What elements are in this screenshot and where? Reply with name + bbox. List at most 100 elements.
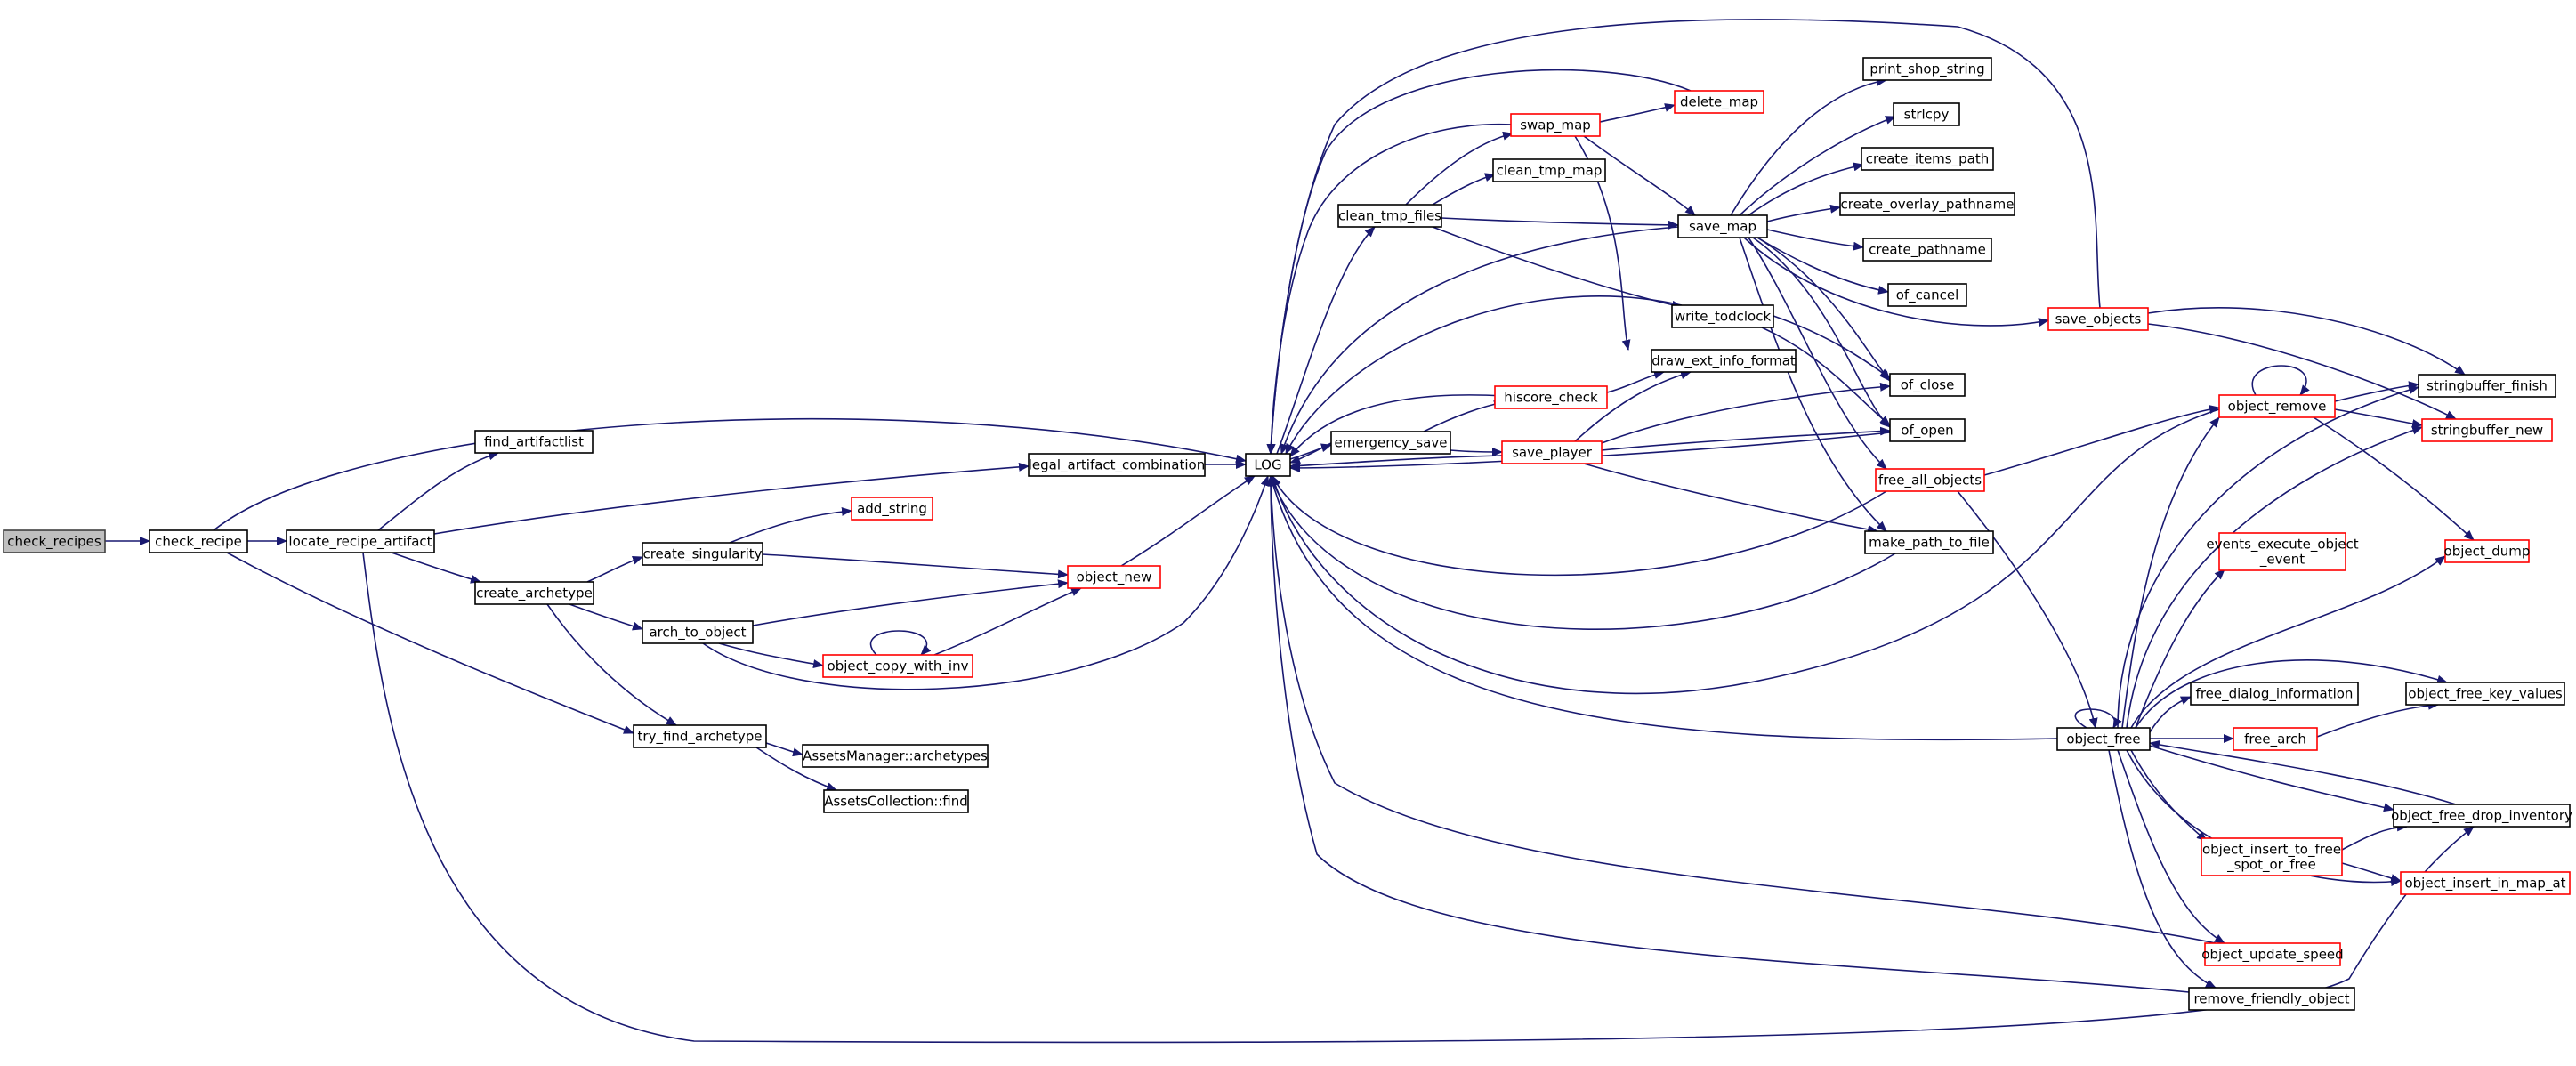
node-assets-find[interactable]: AssetsCollection::find	[823, 789, 969, 813]
node-label: object_dump	[2444, 544, 2531, 561]
node-object-insert-in-map-at[interactable]: object_insert_in_map_at	[2400, 871, 2571, 895]
node-legal-artifact-combination[interactable]: legal_artifact_combination	[1028, 453, 1206, 477]
edge-create-archetype-to-try-find-archetype	[546, 603, 677, 726]
edge-free-all-objects-to-LOG	[1272, 475, 1887, 577]
node-box	[1862, 57, 1992, 81]
node-create-singularity[interactable]: create_singularity	[642, 542, 763, 566]
node-label: strlcpy	[1904, 107, 1950, 123]
node-box	[2444, 539, 2530, 563]
node-of-cancel[interactable]: of_cancel	[1887, 283, 1967, 307]
node-label: locate_recipe_artifact	[288, 534, 432, 551]
edge-line	[1599, 103, 1676, 123]
edge-line	[2334, 408, 2423, 428]
node-save-map[interactable]: save_map	[1677, 214, 1768, 238]
edge-save-player-to-draw-ext-info-format	[1574, 370, 1692, 442]
node-swap-map[interactable]: swap_map	[1510, 113, 1601, 137]
node-add-string[interactable]: add_string	[851, 497, 933, 521]
node-label: legal_artifact_combination	[1029, 457, 1205, 474]
node-locate-recipe-artifact[interactable]: locate_recipe_artifact	[286, 529, 435, 553]
node-box	[2400, 871, 2571, 895]
node-clean-tmp-map[interactable]: clean_tmp_map	[1492, 158, 1606, 182]
node-save-objects[interactable]: save_objects	[2047, 307, 2149, 331]
node-free-all-objects[interactable]: free_all_objects	[1875, 468, 1985, 492]
edge-save-map-to-create-overlay-pathname	[1766, 204, 1841, 222]
edge-object-copy-with-inv-to-object-copy-with-inv	[869, 630, 932, 656]
node-object-insert-to-free-spot-or-free[interactable]: object_insert_to_free_spot_or_free	[2201, 837, 2343, 876]
edge-line	[752, 579, 1069, 626]
edge-object-free-to-stringbuffer-finish	[2117, 385, 2419, 729]
node-label: stringbuffer_new	[2431, 423, 2543, 440]
edge-save-map-to-create-pathname	[1766, 229, 1864, 251]
node-label: events_execute_object_event	[2206, 537, 2358, 569]
node-object-free[interactable]: object_free	[2056, 727, 2151, 751]
node-save-player[interactable]: save_player	[1501, 440, 1603, 464]
node-object-update-speed[interactable]: object_update_speed	[2201, 942, 2344, 966]
node-create-pathname[interactable]: create_pathname	[1862, 238, 1992, 262]
node-box	[2056, 727, 2151, 751]
node-emergency-save[interactable]: emergency_save	[1330, 431, 1451, 455]
node-label: remove_friendly_object	[2193, 991, 2349, 1008]
node-label: create_items_path	[1866, 151, 1989, 168]
node-try-find-archetype[interactable]: try_find_archetype	[633, 724, 767, 748]
edge-clean-tmp-files-to-write-todclock	[1432, 226, 1683, 310]
edge-line	[718, 642, 824, 668]
node-object-dump[interactable]: object_dump	[2444, 539, 2531, 563]
node-label: create_overlay_pathname	[1841, 197, 2015, 214]
node-remove-friendly-object[interactable]: remove_friendly_object	[2188, 987, 2355, 1011]
node-events-execute-object-event[interactable]: events_execute_object_event	[2206, 532, 2359, 571]
node-of-open[interactable]: of_open	[1889, 418, 1966, 442]
node-find-artifactlist[interactable]: find_artifactlist	[474, 430, 594, 454]
edge-save-objects-to-LOG	[1266, 19, 2101, 455]
node-object-remove[interactable]: object_remove	[2218, 394, 2336, 418]
node-strlcpy[interactable]: strlcpy	[1893, 102, 1960, 126]
edge-line	[1269, 475, 2058, 741]
node-hiscore-check[interactable]: hiscore_check	[1494, 385, 1608, 409]
node-write-todclock[interactable]: write_todclock	[1671, 304, 1774, 328]
node-object-free-key-values[interactable]: object_free_key_values	[2405, 682, 2565, 706]
node-clean-tmp-files[interactable]: clean_tmp_files	[1337, 204, 1442, 228]
node-label: create_archetype	[476, 585, 593, 602]
edge-locate-recipe-artifact-to-object-free-drop-inventory	[362, 552, 2475, 1044]
node-check-recipe[interactable]: check_recipe	[149, 529, 248, 553]
edge-line	[433, 462, 1030, 535]
edge-line	[1957, 490, 2098, 729]
node-label: hiscore_check	[1504, 390, 1598, 407]
edge-line	[1120, 475, 1256, 567]
edge-line	[2147, 307, 2466, 376]
edge-line	[1266, 475, 2217, 944]
edge-line	[2149, 696, 2192, 733]
node-stringbuffer-new[interactable]: stringbuffer_new	[2421, 418, 2553, 442]
node-delete-map[interactable]: delete_map	[1674, 90, 1764, 114]
edge-line	[1270, 475, 1896, 630]
edge-line	[2121, 416, 2220, 729]
node-free-dialog-information[interactable]: free_dialog_information	[2190, 682, 2359, 706]
node-draw-ext-info-format[interactable]: draw_ext_info_format	[1651, 349, 1797, 373]
node-check-recipes[interactable]: check_recipes	[3, 529, 106, 553]
edge-line	[2149, 745, 2394, 812]
node-box	[2418, 374, 2556, 398]
node-label: of_open	[1901, 423, 1953, 440]
node-create-archetype[interactable]: create_archetype	[474, 581, 594, 605]
node-make-path-to-file[interactable]: make_path_to_file	[1864, 530, 1994, 554]
edge-emergency-save-to-hiscore-check	[1423, 400, 1505, 432]
node-create-items-path[interactable]: create_items_path	[1861, 147, 1994, 171]
node-arch-to-object[interactable]: arch_to_object	[642, 620, 754, 644]
edge-line	[2108, 749, 2217, 989]
node-assets-archetypes[interactable]: AssetsManager::archetypes	[802, 744, 989, 768]
node-object-new[interactable]: object_new	[1067, 565, 1161, 589]
node-LOG[interactable]: LOG	[1245, 453, 1291, 477]
node-box	[633, 724, 767, 748]
edge-line	[1289, 442, 1332, 464]
node-stringbuffer-finish[interactable]: stringbuffer_finish	[2418, 374, 2556, 398]
edge-arch-to-object-to-object-new	[752, 579, 1069, 626]
node-object-free-drop-inventory[interactable]: object_free_drop_inventory	[2391, 804, 2572, 828]
node-object-copy-with-inv[interactable]: object_copy_with_inv	[822, 654, 973, 678]
edge-object-remove-to-stringbuffer-finish	[2334, 381, 2419, 402]
edge-object-free-to-object-insert-to-free-spot-or-free	[2130, 749, 2208, 842]
node-label: object_free_drop_inventory	[2391, 808, 2572, 825]
node-create-overlay-pathname[interactable]: create_overlay_pathname	[1839, 192, 2015, 216]
node-of-close[interactable]: of_close	[1889, 373, 1966, 397]
node-print-shop-string[interactable]: print_shop_string	[1862, 57, 1992, 81]
node-free-arch[interactable]: free_arch	[2233, 727, 2318, 751]
